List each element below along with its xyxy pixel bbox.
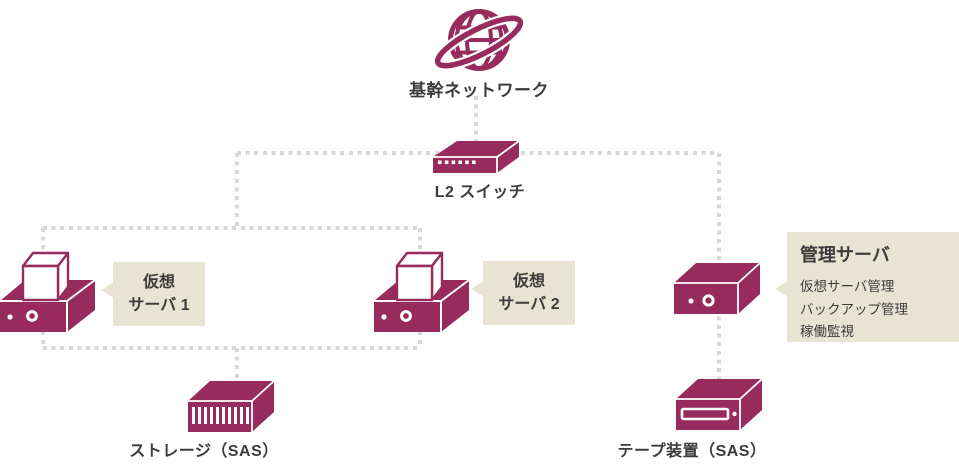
tape-device-node: [674, 377, 764, 431]
connector-cluster-ring: [41, 226, 422, 350]
management-server-bubble: 管理サーバ 仮想サーバ管理 バックアップ管理 稼働監視: [775, 232, 959, 342]
management-server-item: バックアップ管理: [800, 301, 908, 317]
disk-array-icon: [188, 380, 275, 432]
globe-icon: [432, 9, 526, 71]
management-server-item: 仮想サーバ管理: [800, 279, 895, 294]
bubble-pointer-left-icon: [775, 281, 788, 297]
rack-server-icon: [674, 262, 761, 314]
virtual-server-2-label-line2: サーバ 2: [498, 296, 560, 313]
virtual-server-2-bubble: 仮想 サーバ 2: [471, 261, 575, 325]
storage-node: [186, 379, 276, 433]
virtual-server-1-label-line2: サーバ 1: [128, 297, 190, 314]
storage-label: ストレージ（SAS）: [129, 443, 279, 460]
l2-switch-node: [430, 139, 522, 175]
management-server-item: 稼働監視: [800, 324, 854, 340]
l2-switch-label: L2 スイッチ: [434, 184, 526, 201]
switch-box-icon: [433, 140, 520, 173]
virtual-server-1-label-line1: 仮想: [142, 273, 175, 291]
core-network-label: 基幹ネットワーク: [409, 81, 549, 100]
server-with-vm-cube-icon: [374, 251, 470, 332]
bubble-pointer-left-icon: [471, 281, 484, 297]
tape-drive-icon: [676, 378, 763, 430]
bubble-pointer-left-icon: [101, 282, 114, 298]
tape-device-label: テープ装置（SAS）: [617, 443, 767, 460]
virtual-server-2-label-line1: 仮想: [512, 272, 545, 290]
virtual-server-2-node: [374, 248, 470, 332]
server-with-vm-cube-icon: [0, 251, 96, 332]
virtual-server-1-node: [0, 248, 96, 332]
management-server-node: [672, 261, 762, 315]
virtual-server-1-bubble: 仮想 サーバ 1: [101, 262, 205, 326]
core-network-node: [429, 1, 529, 77]
management-server-title: 管理サーバ: [800, 245, 890, 265]
